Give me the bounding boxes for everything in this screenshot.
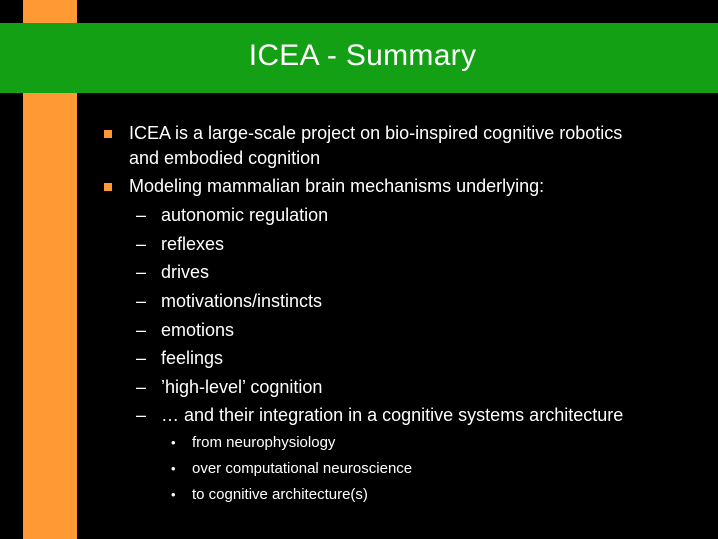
- sub-list-item: … and their integration in a cognitive s…: [161, 405, 624, 425]
- dash-bullet-icon: –: [136, 405, 147, 425]
- title-bar: ICEA - Summary: [0, 23, 718, 93]
- dash-bullet-icon: –: [136, 262, 147, 282]
- dot-bullet-icon: •: [171, 461, 176, 476]
- dot-bullet-icon: •: [171, 487, 176, 502]
- sub-list-item: drives: [161, 262, 210, 282]
- dash-bullet-icon: –: [136, 320, 147, 340]
- sub-list-item: feelings: [161, 348, 224, 368]
- sub-list-item: emotions: [161, 320, 235, 340]
- sub-list-item: autonomic regulation: [161, 205, 329, 225]
- dash-bullet-icon: –: [136, 205, 147, 225]
- bullet-line: ICEA is a large-scale project on bio-ins…: [129, 123, 623, 143]
- square-bullet-icon: [104, 130, 112, 138]
- dot-bullet-icon: •: [171, 435, 176, 450]
- sub-sub-list-item: to cognitive architecture(s): [192, 486, 368, 503]
- dash-bullet-icon: –: [136, 234, 147, 254]
- sub-sub-list-item: from neurophysiology: [192, 434, 336, 451]
- sub-list-item: motivations/instincts: [161, 291, 323, 311]
- dash-bullet-icon: –: [136, 348, 147, 368]
- bullet-line: Modeling mammalian brain mechanisms unde…: [129, 176, 545, 196]
- sub-sub-list-item: over computational neuroscience: [192, 460, 413, 477]
- slide-title: ICEA - Summary: [248, 39, 477, 72]
- dash-bullet-icon: –: [136, 291, 147, 311]
- sub-list-item: reflexes: [161, 234, 225, 254]
- bullet-line: and embodied cognition: [129, 148, 321, 168]
- sub-list-item: ’high-level’ cognition: [161, 377, 323, 397]
- dash-bullet-icon: –: [136, 377, 147, 397]
- square-bullet-icon: [104, 183, 112, 191]
